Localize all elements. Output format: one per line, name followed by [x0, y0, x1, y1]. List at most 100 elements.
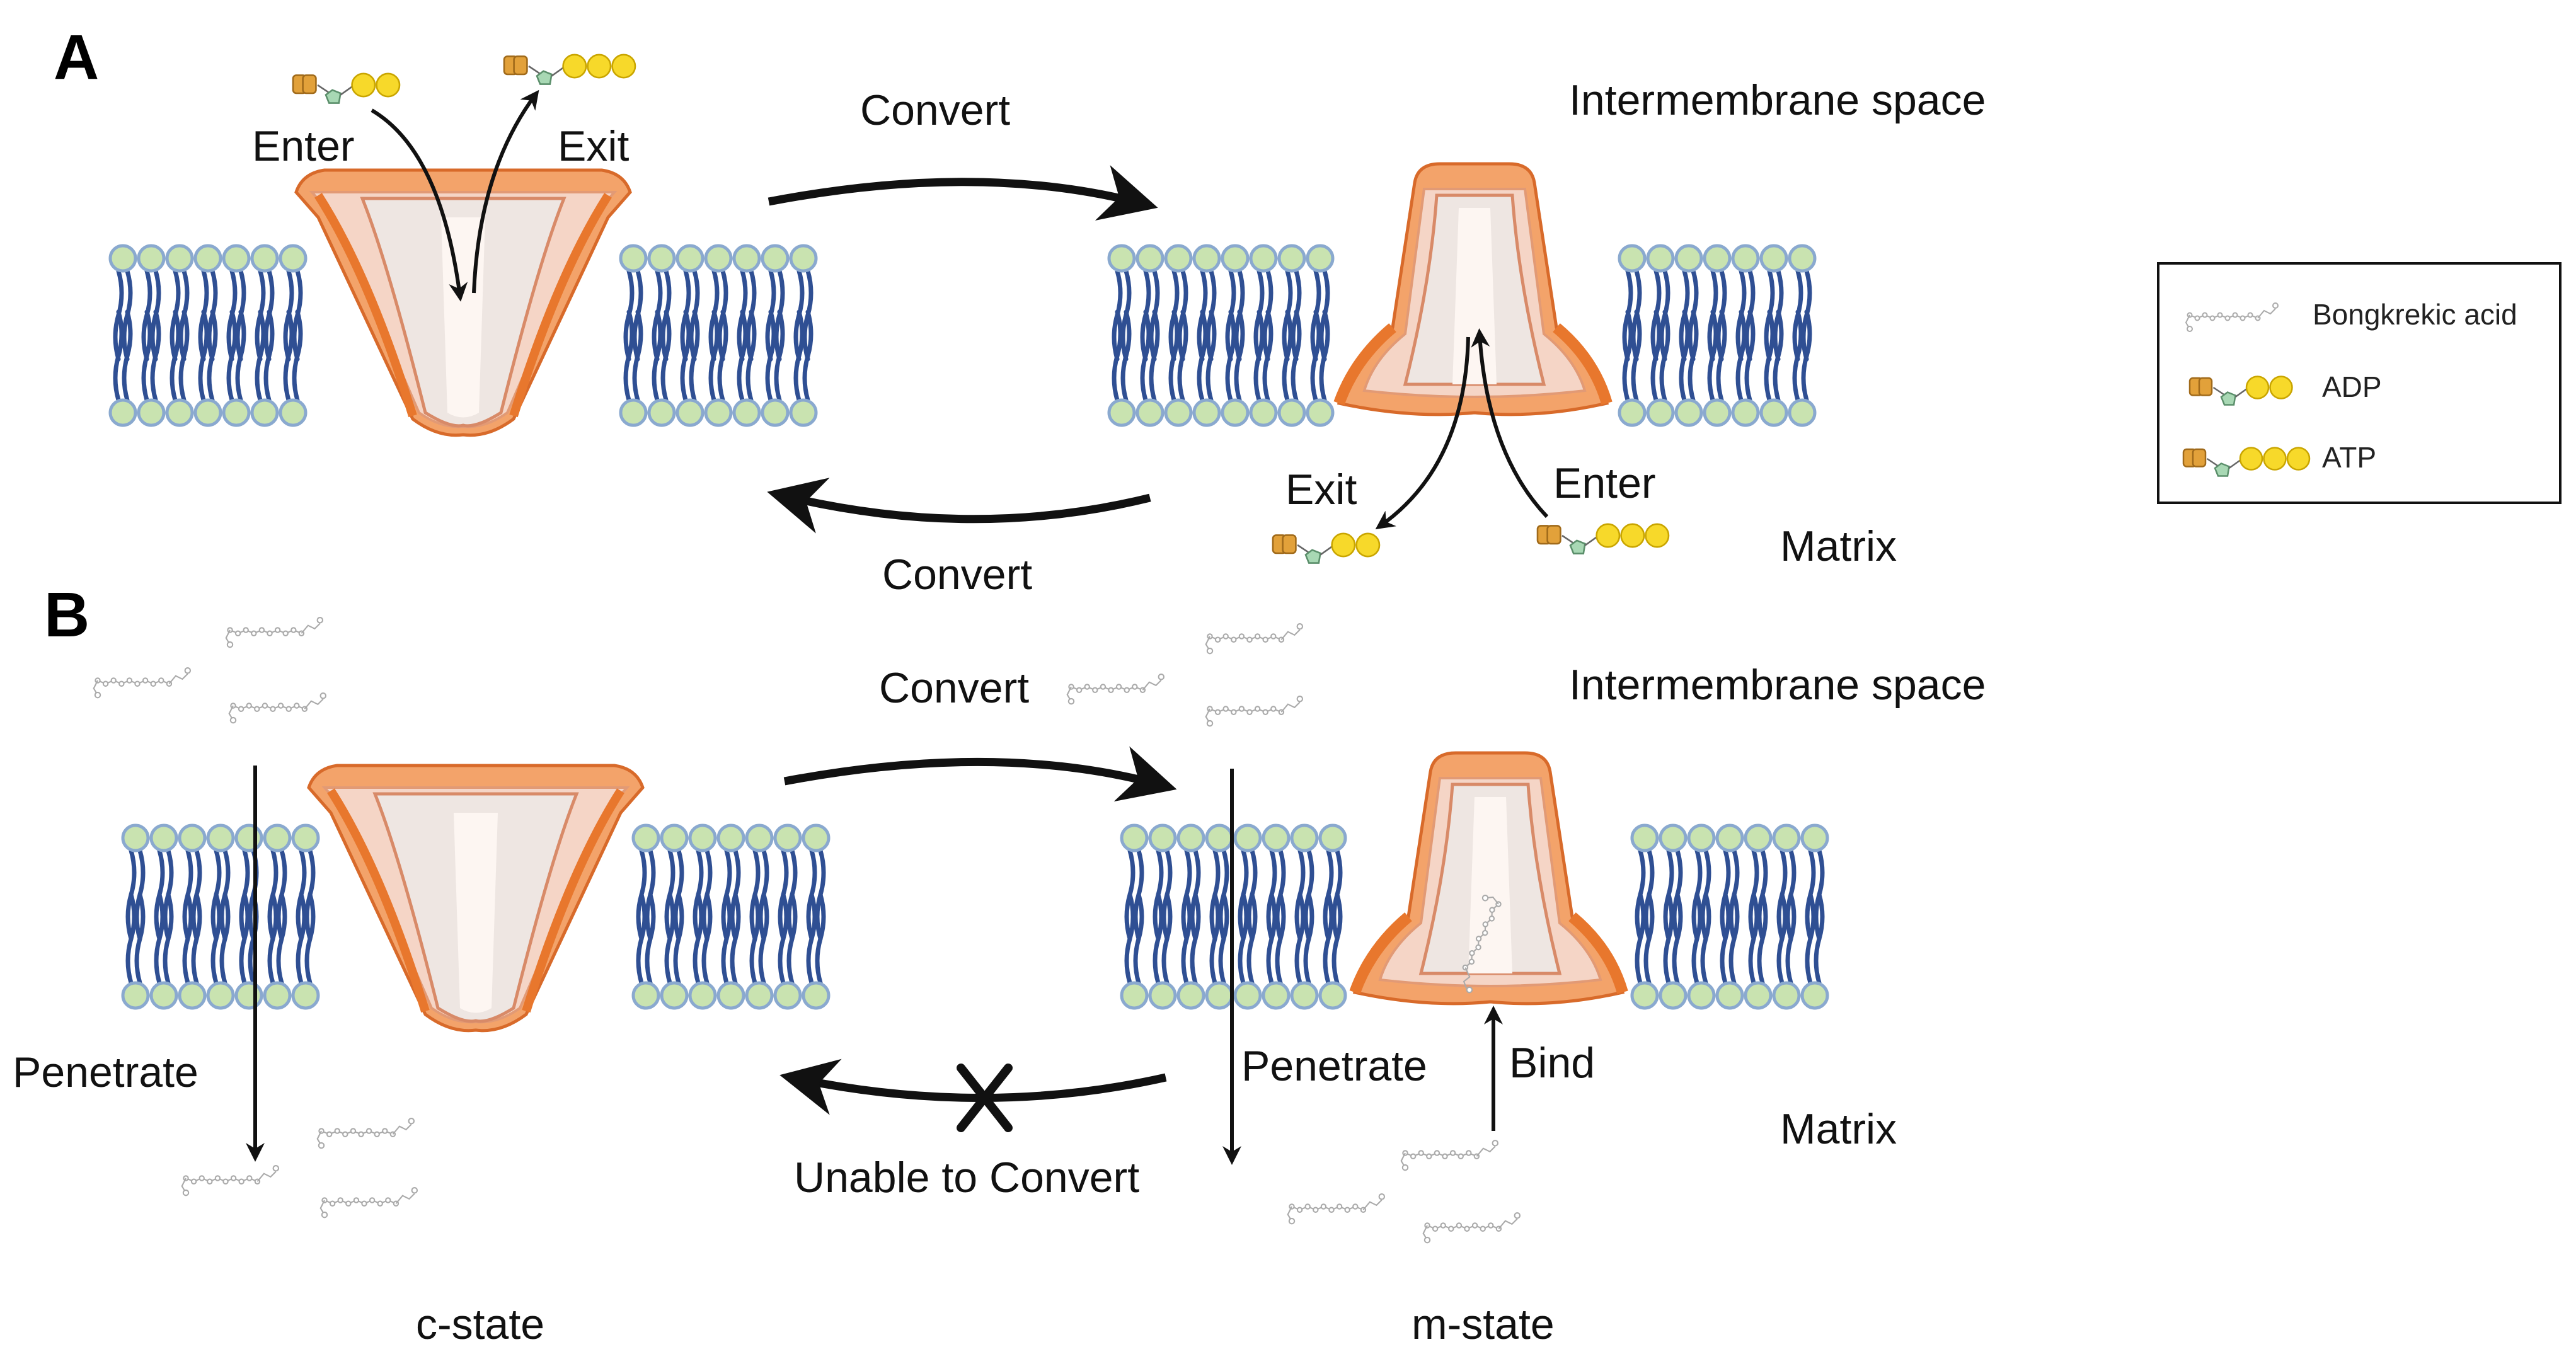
lipid-pair: [250, 244, 279, 427]
lipid-pair: [1107, 244, 1136, 427]
lipid-pair: [1800, 823, 1829, 1010]
lipid-pair: [789, 244, 818, 427]
convert-arrow-forward-b: [783, 746, 1177, 802]
lipid-pair: [1306, 244, 1335, 427]
lipid-pair: [761, 244, 790, 427]
c-state-label: c-state: [416, 1300, 544, 1348]
convert-label-top-b: Convert: [879, 664, 1029, 712]
legend-atp-label: ATP: [2322, 441, 2376, 474]
bongkrekic-acid-icon: [1205, 696, 1304, 727]
lipid-pair: [1205, 823, 1234, 1010]
bongkrekic-acid-icon: [1287, 1193, 1386, 1225]
lipid-pair: [660, 823, 689, 1010]
lipid-pair: [1744, 823, 1773, 1010]
adp-molecule-icon: [1272, 532, 1381, 564]
bongkrekic-acid-icon: [1205, 623, 1304, 655]
legend-atp-icon: [2182, 447, 2311, 477]
penetrate-label-c: Penetrate: [13, 1048, 198, 1096]
exit-label-m: Exit: [1285, 466, 1357, 513]
lipid-pair: [688, 823, 717, 1010]
bongkrekic-acid-icon: [1400, 1140, 1499, 1171]
adp-molecule-icon: [292, 72, 401, 104]
lipid-pair: [1277, 244, 1306, 427]
atp-molecule-icon: [503, 54, 636, 85]
lipid-pair: [165, 244, 194, 427]
m-state-label: m-state: [1412, 1300, 1555, 1348]
exit-label-c: Exit: [558, 122, 629, 170]
lipid-pair: [745, 823, 774, 1010]
bongkrekic-acid-icon: [93, 667, 192, 699]
lipid-pair: [263, 823, 292, 1010]
bound-bongkrekic-acid: [1462, 894, 1502, 994]
bongkrekic-acid-icon: [228, 692, 327, 724]
cross-mark-icon: [957, 1064, 1013, 1132]
lipid-pair: [1249, 244, 1278, 427]
lipid-pair: [1759, 244, 1788, 427]
exit-arrow-m: [1375, 336, 1470, 530]
carrier-c-state-b: [307, 764, 645, 1033]
lipid-pair: [1618, 244, 1647, 427]
convert-arrow-forward-a: [768, 165, 1158, 221]
enter-label-c: Enter: [252, 122, 355, 170]
lipid-pair: [1687, 823, 1716, 1010]
lipid-pair: [1290, 823, 1319, 1010]
lipid-pair: [676, 244, 704, 427]
intermembrane-space-label-b: Intermembrane space: [1569, 661, 1986, 709]
panel-label-a: A: [54, 22, 99, 93]
legend-adp-label: ADP: [2322, 370, 2382, 403]
carrier-c-state-a: [294, 168, 632, 437]
adp-molecule-icon: [2188, 376, 2293, 406]
membrane-a-m-state: [1107, 244, 1817, 427]
lipid-pair: [1715, 823, 1744, 1010]
lipid-pair: [1164, 244, 1193, 427]
bongkrekic-acid-icon: [316, 1118, 415, 1149]
molecule-layer: [93, 54, 1670, 1244]
membrane-a-c-state: [108, 244, 818, 427]
matrix-label-b: Matrix: [1780, 1105, 1897, 1153]
lipid-pair: [206, 823, 235, 1010]
lipid-pair: [647, 244, 676, 427]
lipid-pair: [732, 244, 761, 427]
lipid-pair: [121, 823, 150, 1010]
legend-bongkrekic-acid-label: Bongkrekic acid: [2313, 298, 2517, 331]
legend: Bongkrekic acid ADP ATP: [2157, 262, 2562, 504]
enter-label-m: Enter: [1553, 459, 1656, 507]
lipid-pair: [1630, 823, 1659, 1010]
panel-label-b: B: [44, 580, 89, 650]
lipid-pair: [149, 823, 178, 1010]
lipid-pair: [222, 244, 251, 427]
bongkrekic-acid-icon: [181, 1165, 280, 1196]
bongkrekic-acid-icon: [2185, 302, 2279, 332]
carrier-m-state-a: [1333, 162, 1613, 416]
lipid-pair: [1772, 823, 1801, 1010]
lipid-pair: [704, 244, 733, 427]
lipid-pair: [1176, 823, 1205, 1010]
lipid-pair: [773, 823, 802, 1010]
lipid-pair: [234, 823, 263, 1010]
convert-label-bottom-a: Convert: [882, 551, 1032, 599]
carrier-m-state-b: [1349, 751, 1628, 1006]
lipid-pair: [193, 244, 222, 427]
lipid-pair: [1659, 823, 1688, 1010]
lipid-pair: [137, 244, 166, 427]
lipid-pair: [631, 823, 660, 1010]
legend-box: [2157, 262, 2562, 504]
bongkrekic-acid-icon: [1422, 1212, 1521, 1244]
lipid-pair: [1148, 823, 1177, 1010]
bongkrekic-acid-icon: [1066, 674, 1165, 705]
matrix-label-a: Matrix: [1780, 522, 1897, 570]
bind-label: Bind: [1509, 1039, 1595, 1087]
lipid-pair: [1788, 244, 1817, 427]
atp-molecule-icon: [1536, 523, 1670, 554]
intermembrane-space-label-a: Intermembrane space: [1569, 76, 1986, 124]
enter-arrow-m: [1471, 328, 1549, 519]
exit-arrow-c: [472, 89, 539, 294]
membrane-b-m-state: [1120, 823, 1829, 1010]
bongkrekic-acid-icon: [1462, 894, 1502, 994]
lipid-pair: [1703, 244, 1732, 427]
lipid-pair: [1731, 244, 1760, 427]
convert-label-top-a: Convert: [860, 86, 1010, 134]
lipid-pair: [279, 244, 308, 427]
enter-arrow-c: [371, 108, 468, 302]
